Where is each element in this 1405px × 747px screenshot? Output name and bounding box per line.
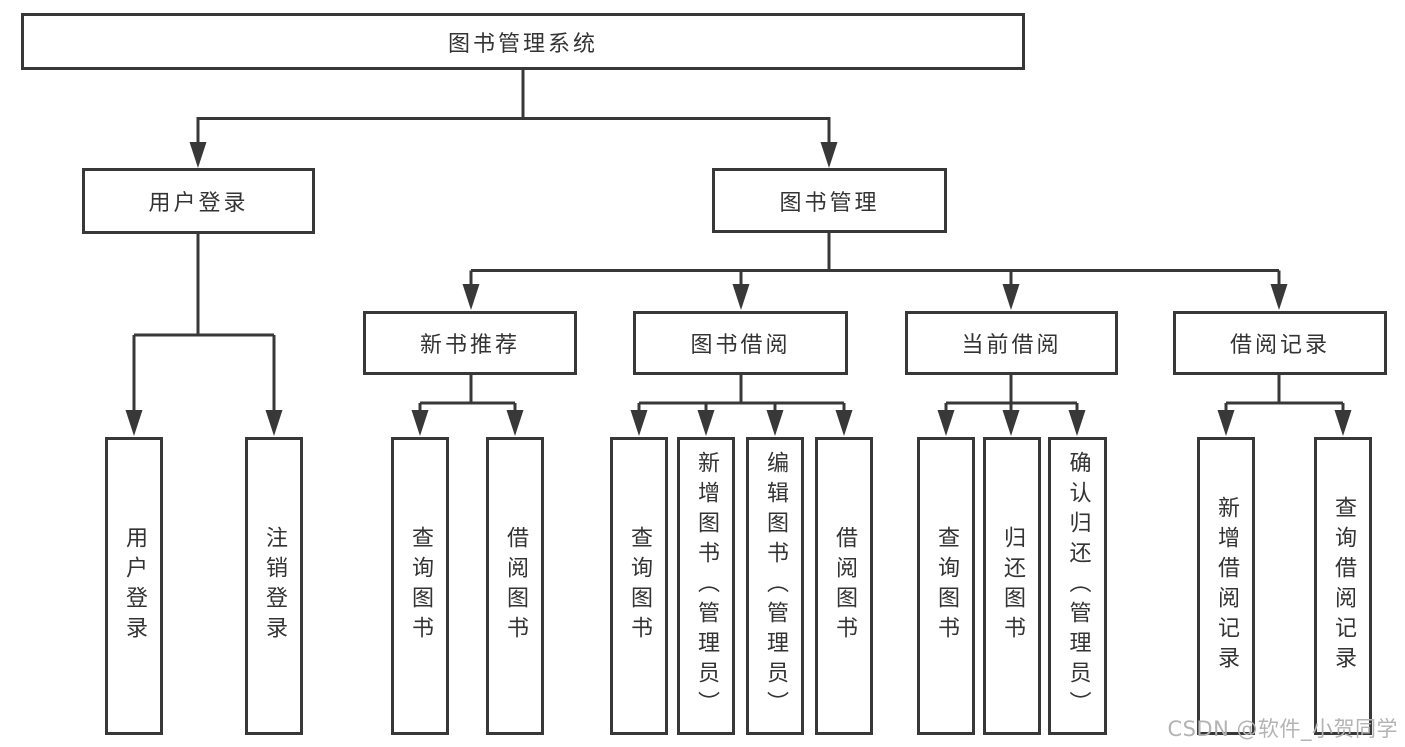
node-borrowing-records: 借阅记录 xyxy=(1173,311,1387,375)
arrowhead-br-add xyxy=(1217,410,1235,436)
arrowhead-nb-query xyxy=(411,410,429,436)
node-new-book-recommendation: 新书推荐 xyxy=(363,311,577,375)
node-query-books-recommend: 查询图书 xyxy=(391,437,449,735)
arrowhead-bb-borrow xyxy=(835,410,853,436)
connector-current-borrowing-children xyxy=(944,374,1079,412)
node-library-management-system: 图书管理系统 xyxy=(21,13,1025,70)
node-user-login-leaf: 用户登录 xyxy=(105,437,163,735)
arrowhead-nb-borrow xyxy=(506,410,524,436)
node-return-books: 归还图书 xyxy=(983,437,1041,735)
watermark: CSDN @软件_小贺同学 xyxy=(1167,717,1398,741)
connector-book-management-branches xyxy=(469,233,1281,286)
node-book-management: 图书管理 xyxy=(712,168,947,233)
arrowhead-cb-query xyxy=(937,410,955,436)
arrowhead-bb-add xyxy=(697,410,715,436)
arrowhead-br-query xyxy=(1334,410,1352,436)
node-borrow-books-recommend: 借阅图书 xyxy=(486,437,544,735)
arrowhead-borrowing-records xyxy=(1270,284,1288,310)
node-query-books-current: 查询图书 xyxy=(917,437,975,735)
connector-user-login-children xyxy=(132,233,276,412)
node-logout-leaf: 注销登录 xyxy=(245,437,303,735)
node-book-borrowing: 图书借阅 xyxy=(633,311,848,375)
connector-book-borrowing-children xyxy=(637,374,846,412)
arrowhead-cb-confirm xyxy=(1068,410,1086,436)
arrowhead-user-login-leaf xyxy=(125,410,143,436)
arrowhead-book-management xyxy=(820,142,838,168)
arrowhead-cb-return xyxy=(1002,410,1020,436)
arrowhead-book-borrowing xyxy=(732,284,750,310)
node-query-books-borrowing: 查询图书 xyxy=(610,437,668,735)
node-add-borrow-record: 新增借阅记录 xyxy=(1197,437,1255,735)
arrowhead-current-borrowing xyxy=(1002,284,1020,310)
connector-new-book-recommendation-children xyxy=(418,374,517,412)
node-edit-book-admin: 编辑图书（管理员） xyxy=(746,437,804,735)
connector-borrowing-records-children xyxy=(1224,374,1345,412)
connector-root-to-level2 xyxy=(196,70,831,147)
node-user-login: 用户登录 xyxy=(82,168,315,234)
arrowhead-bb-query xyxy=(630,410,648,436)
arrowhead-logout-leaf xyxy=(265,410,283,436)
arrowhead-new-book-recommendation xyxy=(462,284,480,310)
node-add-book-admin: 新增图书（管理员） xyxy=(677,437,735,735)
arrowhead-user-login xyxy=(189,142,207,168)
node-borrow-books-borrowing: 借阅图书 xyxy=(815,437,873,735)
node-query-borrow-record: 查询借阅记录 xyxy=(1314,437,1372,735)
node-confirm-return-admin: 确认归还（管理员） xyxy=(1048,437,1107,735)
arrowhead-bb-edit xyxy=(766,410,784,436)
node-current-borrowing: 当前借阅 xyxy=(905,311,1118,375)
